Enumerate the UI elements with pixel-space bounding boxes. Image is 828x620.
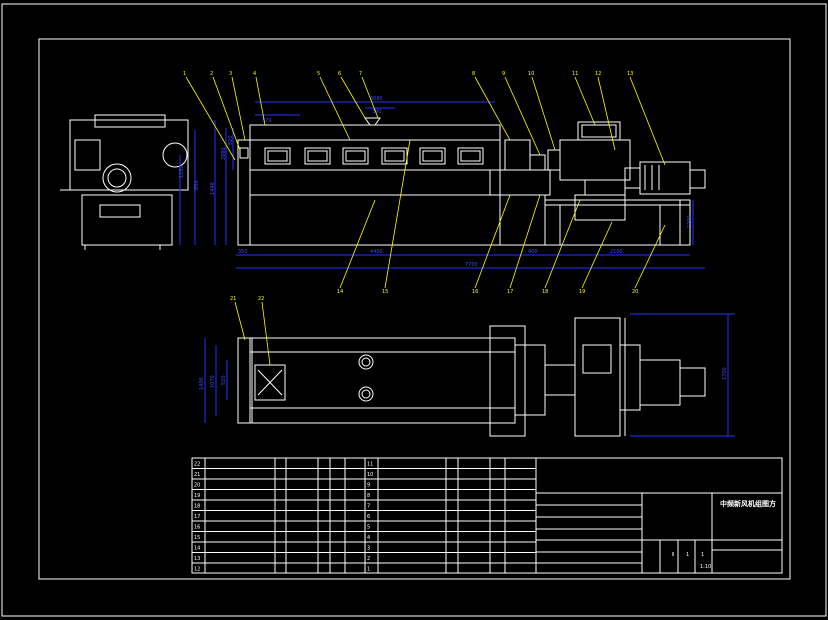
callout-9: 9 <box>502 71 505 77</box>
parts-row-number: 14 <box>194 546 200 552</box>
parts-row-number: 10 <box>367 472 373 478</box>
dim-left-3: 520 <box>228 135 234 145</box>
callout-17: 17 <box>507 289 513 295</box>
parts-row-number: 19 <box>194 493 200 499</box>
drawing-title: 中频新风机组图方 <box>720 499 776 508</box>
parts-row-number: 4 <box>367 535 370 541</box>
callout-19: 19 <box>579 289 585 295</box>
front-elevation-dimensions: 1490 2880 520 3080 370 390 350 4400 400 … <box>210 96 705 269</box>
dim-left-1: 1490 <box>210 182 216 195</box>
dim-bottom-3: 400 <box>528 249 538 255</box>
dim-side-1: 1250 <box>179 165 185 178</box>
dim-top-2: 370 <box>262 118 272 124</box>
parts-row-number: 22 <box>194 462 200 468</box>
parts-row-number: 20 <box>194 483 200 489</box>
plan-view <box>237 317 706 437</box>
dim-plan-left-2: 1070 <box>210 375 216 388</box>
callout-21: 21 <box>230 296 236 302</box>
scale-cell-2: 1 <box>686 552 689 558</box>
dim-bottom-4: 2100 <box>610 249 623 255</box>
parts-row-number: 17 <box>194 514 200 520</box>
dim-bottom-1: 350 <box>238 249 248 255</box>
parts-row-number: 21 <box>194 472 200 478</box>
parts-row-number: 1 <box>367 567 370 573</box>
callouts-top: 1 2 3 4 5 6 7 8 9 10 11 12 13 <box>183 71 666 166</box>
callout-2: 2 <box>210 71 213 77</box>
end-view-dimensions: 1250 850 <box>179 130 200 245</box>
callouts-bottom: 14 15 16 17 18 19 20 <box>337 139 666 295</box>
callouts-plan: 21 22 <box>230 296 271 366</box>
callout-7: 7 <box>359 71 362 77</box>
inner-frame <box>38 38 791 580</box>
dim-bottom-2: 4400 <box>370 249 383 255</box>
parts-row-number: 5 <box>367 525 370 531</box>
callout-13: 13 <box>627 71 633 77</box>
parts-row-number: 6 <box>367 514 370 520</box>
dim-top-3: 390 <box>372 109 382 115</box>
parts-row-number: 12 <box>194 567 200 573</box>
outer-frame <box>1 3 827 617</box>
parts-row-number: 11 <box>367 462 373 468</box>
dim-plan-left-3: 520 <box>221 375 227 385</box>
callout-8: 8 <box>472 71 475 77</box>
parts-row-number: 15 <box>194 535 200 541</box>
parts-row-number: 13 <box>194 556 200 562</box>
callout-20: 20 <box>632 289 638 295</box>
callout-3: 3 <box>229 71 232 77</box>
callout-4: 4 <box>253 71 256 77</box>
parts-row-number: 7 <box>367 504 370 510</box>
dim-overall: 7700 <box>465 262 478 268</box>
callout-12: 12 <box>595 71 601 77</box>
parts-table: 中频新风机组图方 Ⅱ 1 1 1:10 <box>191 457 783 574</box>
callout-18: 18 <box>542 289 548 295</box>
callout-11: 11 <box>572 71 578 77</box>
end-view-machine <box>60 114 189 250</box>
parts-row-number: 9 <box>367 483 370 489</box>
parts-row-number: 8 <box>367 493 370 499</box>
plan-view-dimensions: 1400 1070 520 1700 <box>199 313 735 437</box>
dim-right-h: 1200 <box>687 215 693 228</box>
callout-1: 1 <box>183 71 186 77</box>
callout-10: 10 <box>528 71 534 77</box>
parts-row-number: 2 <box>367 556 370 562</box>
callout-16: 16 <box>472 289 478 295</box>
callout-22: 22 <box>258 296 264 302</box>
dim-plan-right: 1700 <box>722 367 728 380</box>
scale-cell-3: 1 <box>701 552 704 558</box>
parts-row-number: 3 <box>367 546 370 552</box>
dim-left-2: 2880 <box>221 147 227 160</box>
dim-plan-left-1: 1400 <box>199 377 205 390</box>
callout-6: 6 <box>338 71 341 77</box>
parts-row-number: 16 <box>194 525 200 531</box>
scale-cell-1: Ⅱ <box>672 552 674 558</box>
callout-14: 14 <box>337 289 343 295</box>
callout-5: 5 <box>317 71 320 77</box>
dim-top-1: 3080 <box>370 96 383 102</box>
front-elevation <box>237 117 706 246</box>
parts-row-number: 18 <box>194 504 200 510</box>
scale-cell-4: 1:10 <box>700 564 711 570</box>
callout-15: 15 <box>382 289 388 295</box>
dim-side-2: 850 <box>194 180 200 190</box>
